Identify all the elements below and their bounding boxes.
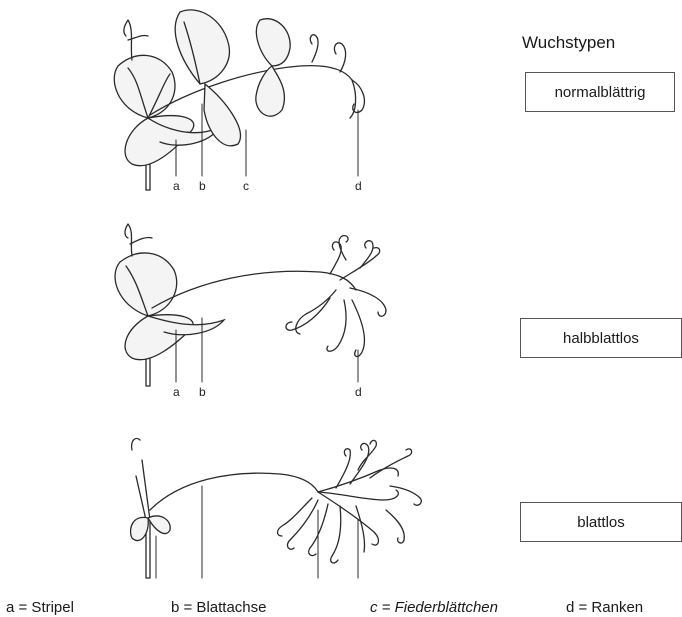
type-label-normal-leaved: normalblättrig [525, 72, 675, 112]
type-label-leafless: blattlos [520, 502, 682, 542]
letter-b-1: b [199, 179, 206, 193]
letter-a-1: a [173, 179, 180, 193]
plant-semi-leafless [115, 224, 386, 386]
letters-plant-1: a b c d [173, 179, 362, 193]
letter-c-1: c [243, 179, 249, 193]
letters-plant-2: a b d [173, 385, 362, 399]
legend-stipule: a = Stripel [6, 599, 74, 616]
legend-leaflets: c = Fiederblättchen [370, 599, 498, 616]
letter-b-2: b [199, 385, 206, 399]
letter-d-1: d [355, 179, 362, 193]
letter-a-2: a [173, 385, 180, 399]
type-label-semi-leafless: halbblattlos [520, 318, 682, 358]
leaf-axis-1 [150, 66, 352, 115]
legend-tendrils: d = Ranken [566, 599, 643, 616]
legend-leaf-axis: b = Blattachse [171, 599, 266, 616]
letter-d-2: d [355, 385, 362, 399]
heading-growth-types: Wuchstypen [522, 33, 615, 53]
plant-normal-leaved [114, 10, 364, 190]
plant-leafless [131, 438, 422, 578]
